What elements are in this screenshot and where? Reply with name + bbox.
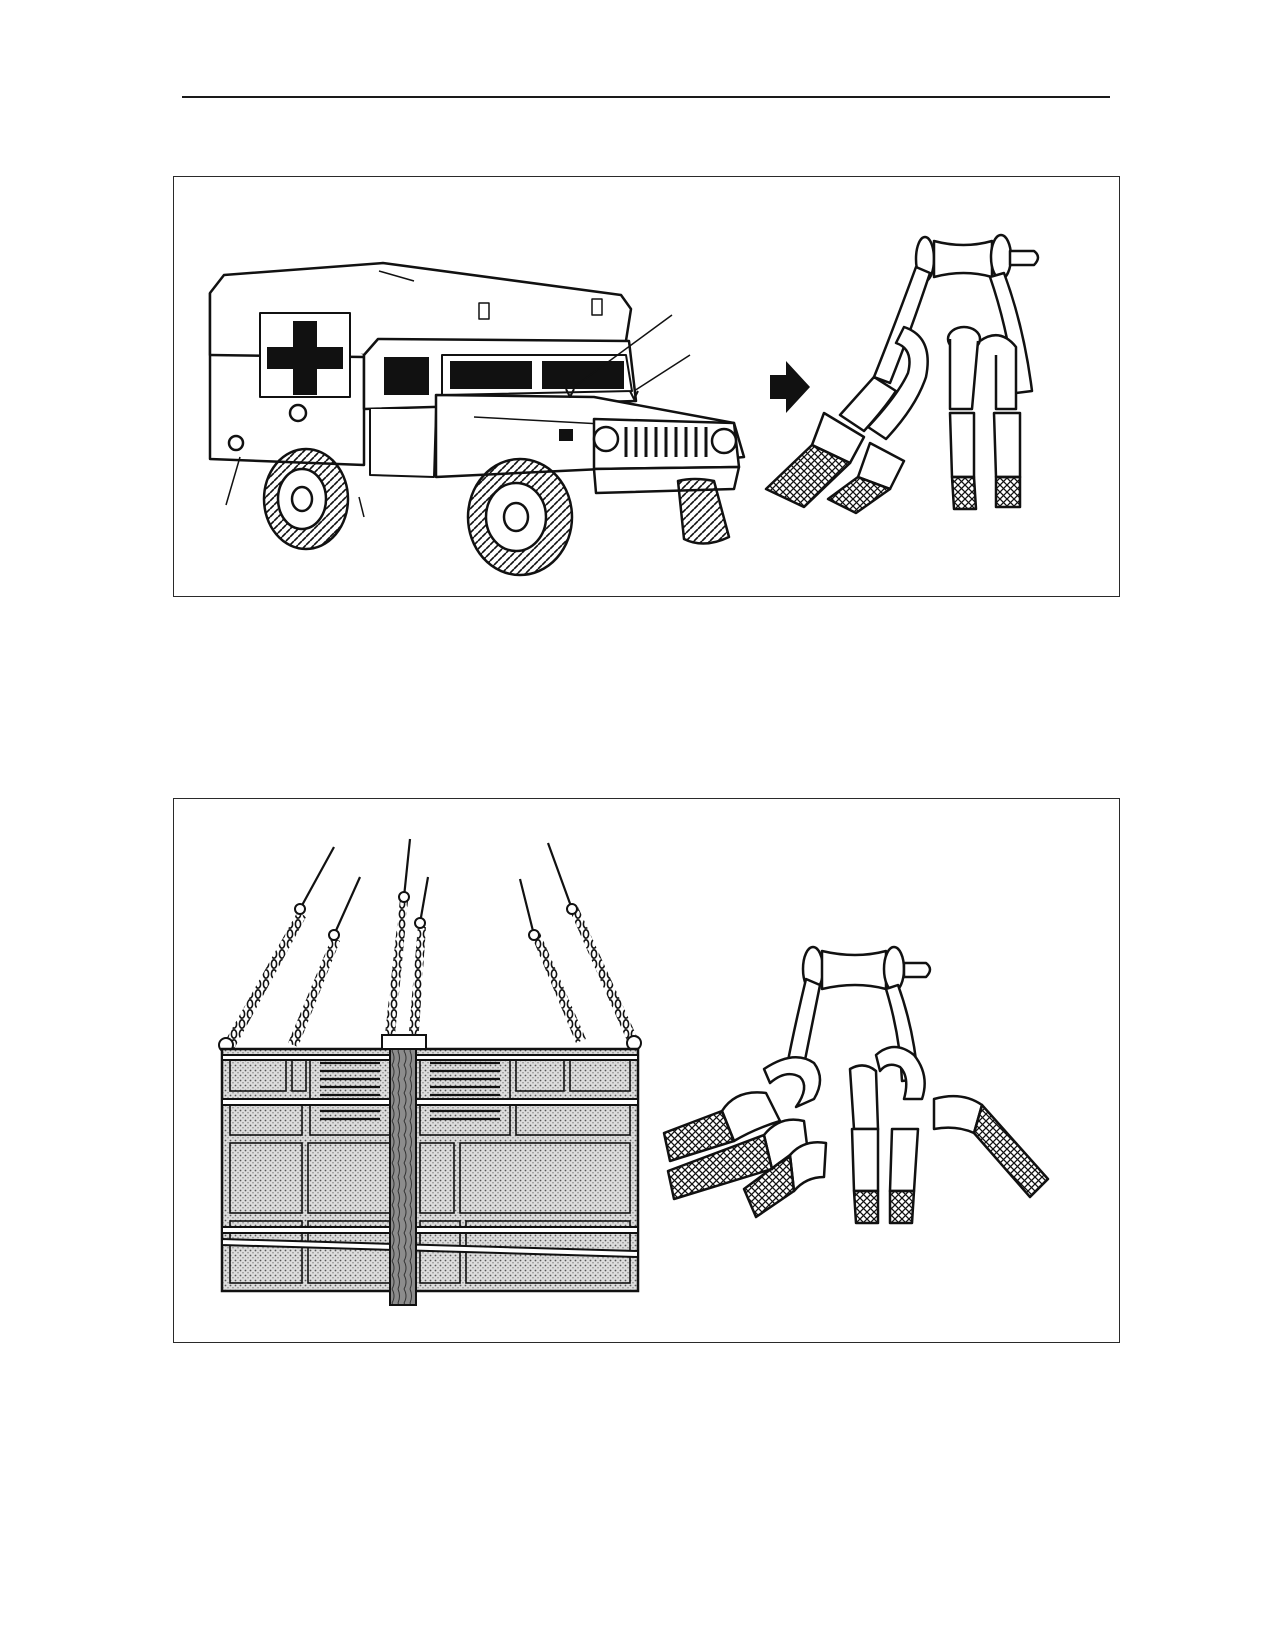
front-wheel	[466, 457, 574, 577]
rear-wheel	[262, 447, 350, 551]
header-rule	[182, 96, 1110, 98]
ambulance-vehicle	[208, 261, 746, 577]
figure-container-rigging	[173, 798, 1120, 1343]
front-right-wheel	[676, 477, 731, 545]
figure-ambulance-rigging	[173, 176, 1120, 597]
container-rigging-illustration	[218, 838, 1050, 1306]
ambulance-rigging-illustration	[208, 233, 1040, 577]
red-cross-symbol	[267, 321, 343, 395]
arrow-right-icon	[770, 361, 810, 413]
apex-fitting-six-legs	[662, 945, 1050, 1225]
apex-fitting-four-legs	[764, 233, 1040, 515]
suspended-container	[218, 838, 642, 1306]
